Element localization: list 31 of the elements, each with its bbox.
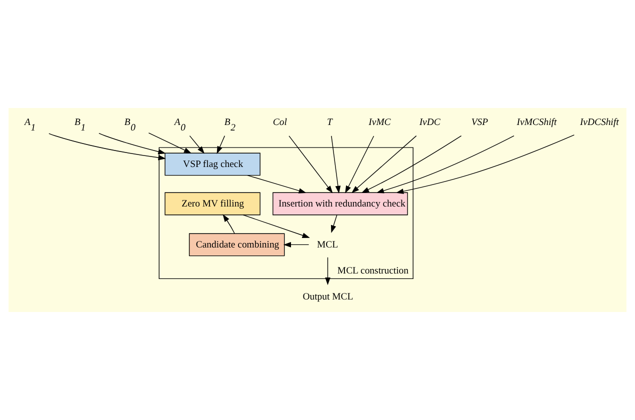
- node-text: IvMC: [368, 117, 391, 128]
- arrow: [283, 242, 310, 248]
- node-box: Candidate combining: [188, 233, 285, 256]
- node-box: VSP flag check: [164, 152, 260, 176]
- arrow: [216, 135, 226, 154]
- node-box: Insertion with redundancy check: [272, 192, 408, 216]
- arrow: [325, 257, 330, 286]
- node-text: Output MCL: [302, 291, 354, 302]
- node-text: T: [327, 117, 332, 128]
- arrow: [288, 136, 333, 194]
- arrow: [330, 214, 338, 233]
- arrow: [98, 133, 166, 154]
- arrow: [376, 135, 514, 194]
- arrow: [48, 133, 166, 160]
- arrow: [331, 136, 341, 194]
- node-box: Zero MV filling: [164, 192, 260, 216]
- node-text: IvMCShift: [516, 117, 557, 128]
- arrow: [148, 132, 192, 154]
- arrow: [222, 214, 235, 234]
- arrow: [351, 135, 417, 194]
- arrow: [189, 135, 205, 154]
- arrow: [396, 134, 575, 194]
- arrow: [242, 214, 310, 238]
- node-text: IvDCShift: [580, 117, 619, 128]
- node-text: MCL: [316, 239, 338, 250]
- node-text: Col: [272, 117, 287, 128]
- node-text: IvDC: [419, 117, 440, 128]
- arrow: [345, 136, 374, 194]
- arrow: [247, 174, 306, 194]
- arrow: [361, 136, 462, 193]
- node-text: VSP: [471, 117, 488, 128]
